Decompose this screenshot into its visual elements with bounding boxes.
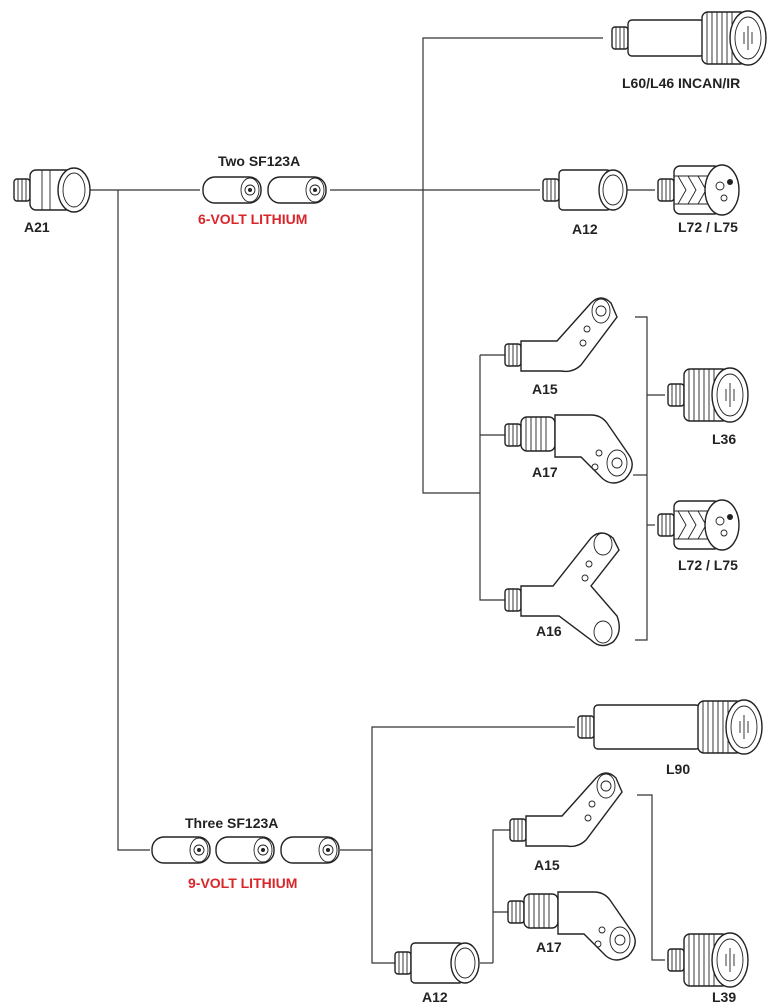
a12-label: A12 [572,221,598,237]
a15-label: A15 [534,857,560,873]
l39-head [668,933,748,987]
a15-part [505,298,617,371]
l72-l75-label: L72 / L75 [678,219,738,235]
battery-icon [268,177,326,203]
a21-label: A21 [24,219,50,235]
a15-label: A15 [532,381,558,397]
l39-label: L39 [712,989,736,1005]
nine-volt-label: 9-VOLT LITHIUM [188,875,297,891]
a17-label: A17 [532,464,558,480]
a17-part [505,415,632,483]
l72-l75-head [658,165,739,215]
battery-icon [203,177,261,203]
battery-icon [152,837,210,863]
two-batteries-label: Two SF123A [218,153,300,169]
l36-label: L36 [712,431,736,447]
a16-part [505,533,619,646]
a12-part [395,943,479,983]
battery-icon [216,837,274,863]
a12-label: A12 [422,989,448,1005]
battery-icon [281,837,339,863]
l36-head [668,368,748,422]
l90-label: L90 [666,761,690,777]
three-batteries-label: Three SF123A [185,815,278,831]
a17-label: A17 [536,939,562,955]
l60-l46-head [612,11,766,65]
l90-head [578,700,762,754]
a16-label: A16 [536,623,562,639]
l72-l75-label: L72 / L75 [678,557,738,573]
l72-l75-head [658,500,739,550]
a15-part [510,773,622,846]
six-volt-label: 6-VOLT LITHIUM [198,211,307,227]
a21-part [14,168,90,212]
a12-part [543,170,627,210]
l60-l46-label: L60/L46 INCAN/IR [622,75,740,91]
a17-part [508,892,635,960]
